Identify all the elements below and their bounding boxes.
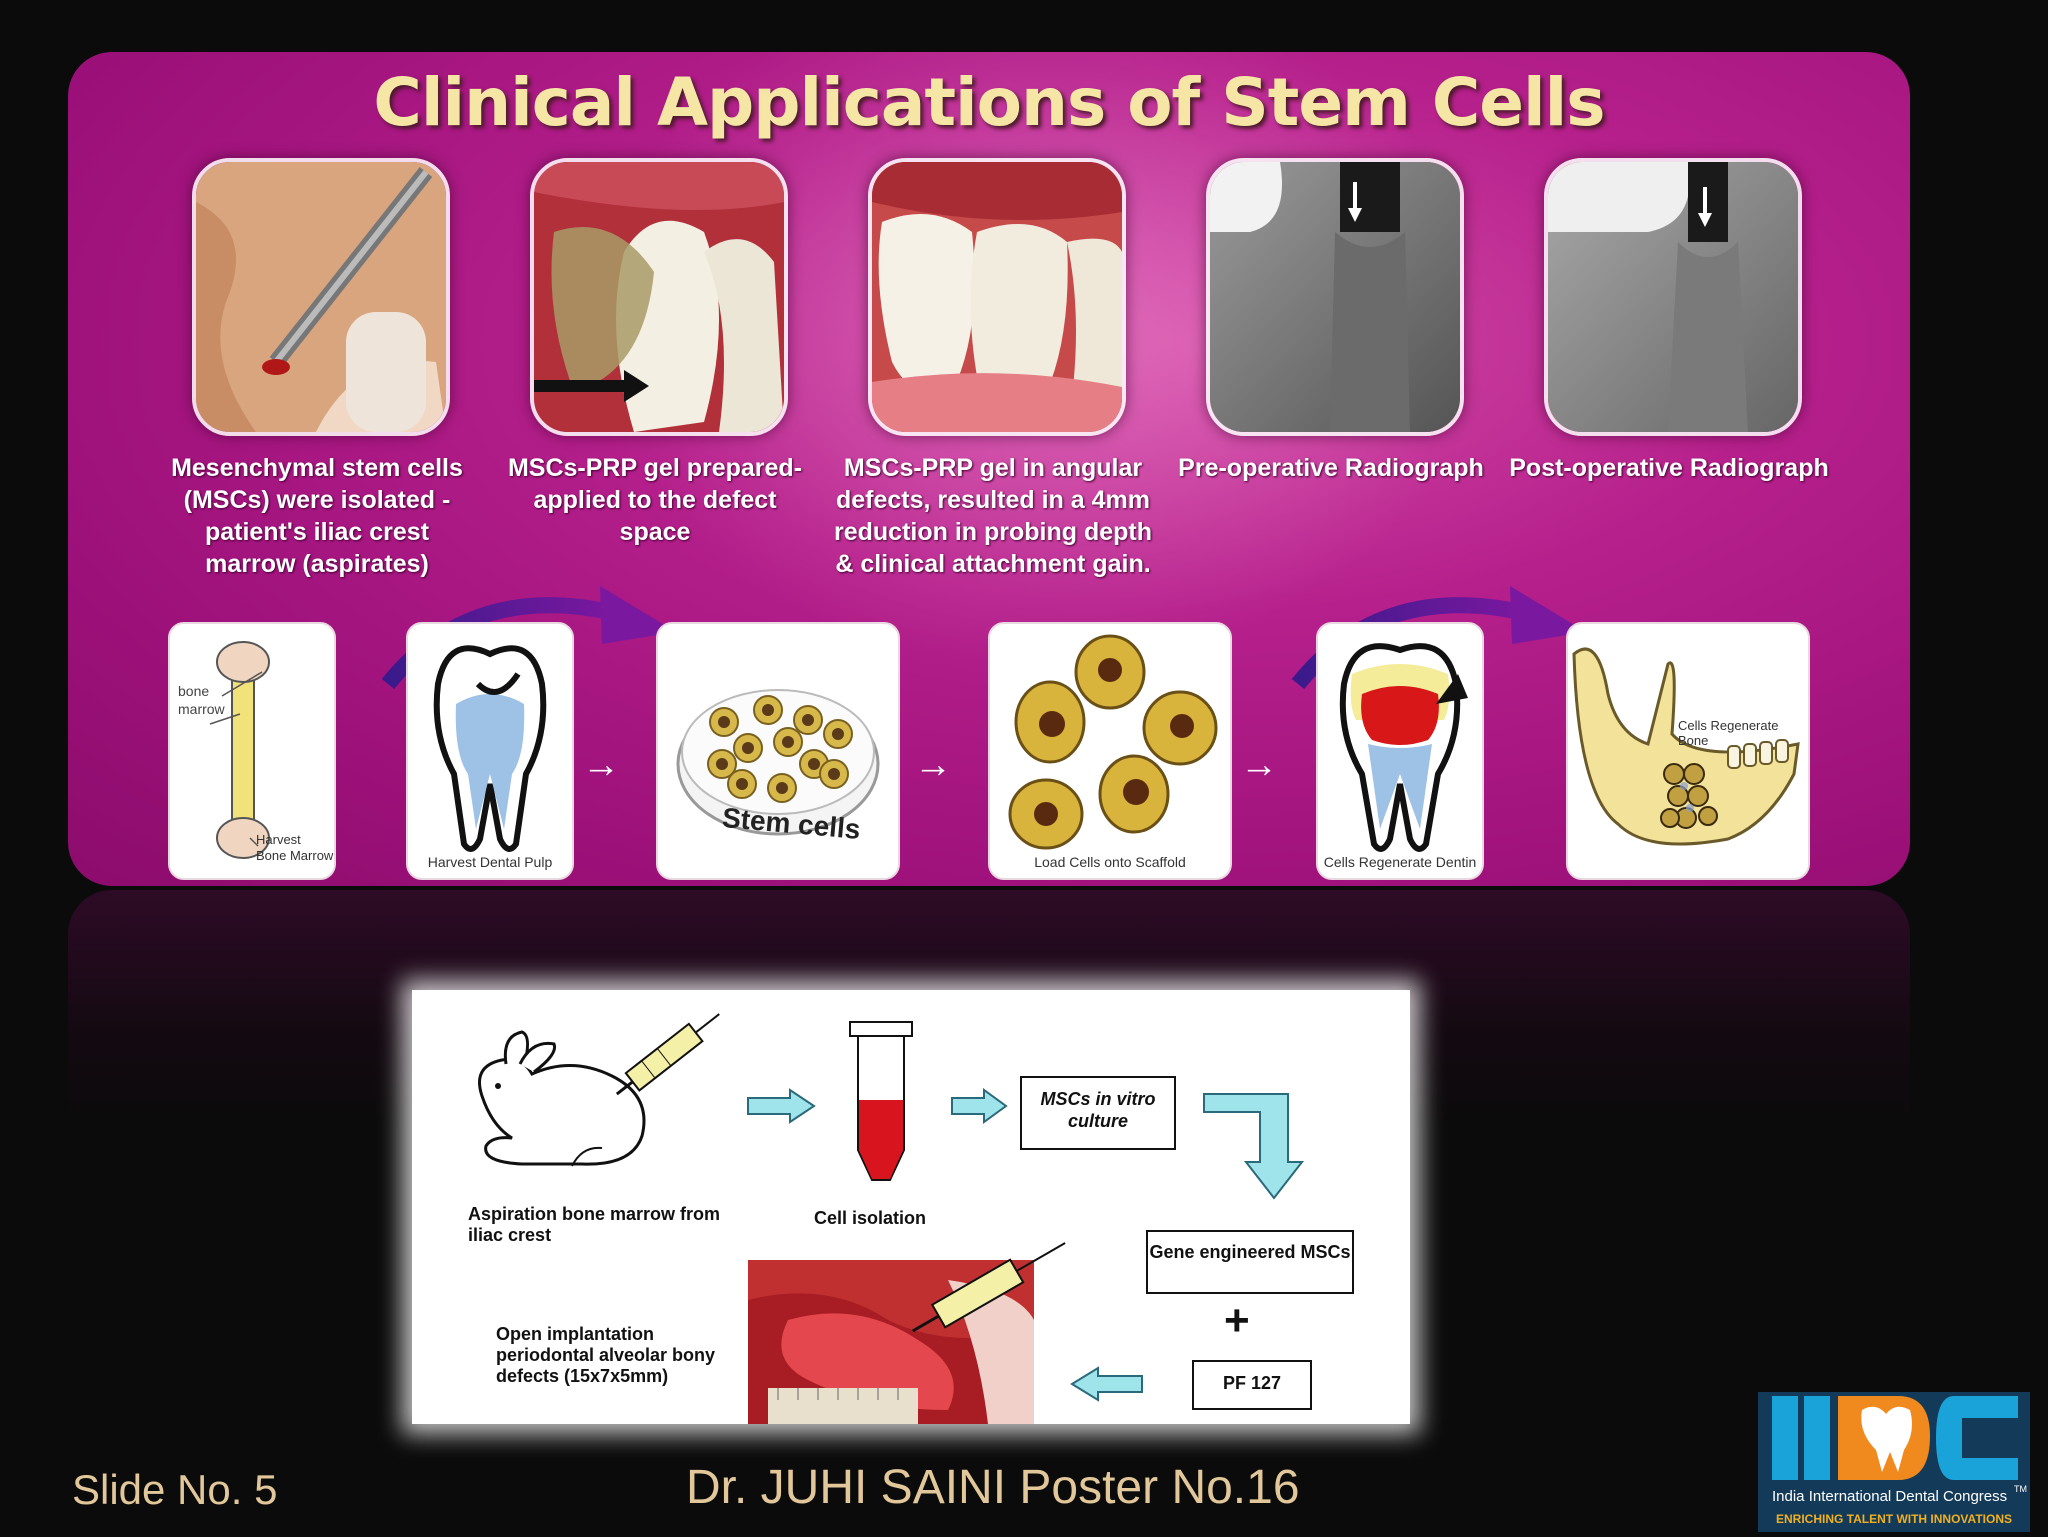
tube-icon <box>849 1021 913 1181</box>
logo-tagline: ENRICHING TALENT WITH INNOVATIONS <box>1776 1512 2012 1526</box>
bone-marrow-label: bone marrow <box>178 683 225 717</box>
arrow-down-icon <box>1203 1093 1305 1200</box>
photo-gel-applied <box>530 158 788 436</box>
arrow-left-icon <box>1070 1366 1143 1402</box>
slide-number: Slide No. 5 <box>72 1466 278 1513</box>
harvest-pulp-label: Harvest Dental Pulp <box>427 854 553 870</box>
photo-marrow-aspiration <box>192 158 450 436</box>
pf127-box: PF 127 <box>1192 1360 1312 1410</box>
card-regenerate-bone: Cells Regenerate Bone <box>1566 622 1810 880</box>
implantation-label: Open implantation periodontal alveolar b… <box>496 1324 716 1386</box>
caption-gel-prepared: MSCs-PRP gel prepared- applied to the de… <box>507 454 803 546</box>
card-dental-pulp: Harvest Dental Pulp <box>406 622 574 880</box>
iidc-logo: India International Dental Congress TM E… <box>1758 1392 2030 1532</box>
card-stem-cells: Stem cells <box>656 622 900 880</box>
arrow-right-icon: → <box>914 744 952 786</box>
flow-diagram: Aspiration bone marrow from iliac crest … <box>412 990 1410 1424</box>
author-credit: Dr. JUHI SAINI Poster No.16 <box>686 1461 1300 1514</box>
logo-tm: TM <box>2014 1484 2027 1494</box>
plus-sign: + <box>1224 1296 1250 1345</box>
caption-marrow-isolation: Mesenchymal stem cells (MSCs) were isola… <box>171 454 463 578</box>
syringe-icon <box>615 1013 720 1096</box>
photo-angular-defects <box>868 158 1126 436</box>
caption-preop: Pre-operative Radiograph <box>1178 454 1484 482</box>
regen-dentin-label: Cells Regenerate Dentin <box>1323 854 1477 870</box>
card-scaffold: Load Cells onto Scaffold <box>988 622 1232 880</box>
gene-engineered-box: Gene engineered MSCs <box>1146 1230 1354 1294</box>
stem-cell-panel: Clinical Applications of Stem Cells <box>68 52 1910 886</box>
photo-preop-radiograph <box>1206 158 1464 436</box>
msc-culture-box: MSCs in vitro culture <box>1020 1076 1176 1150</box>
aspiration-label: Aspiration bone marrow from iliac crest <box>468 1204 721 1245</box>
page-title: Clinical Applications of Stem Cells <box>373 64 1605 141</box>
cell-isolation-label: Cell isolation <box>814 1208 927 1228</box>
caption-angular-defects: MSCs-PRP gel in angular defects, resulte… <box>833 454 1153 578</box>
logo-name: India International Dental Congress <box>1772 1488 2008 1505</box>
arrow-right-icon <box>951 1088 1008 1124</box>
harvest-bone-label: Harvest Bone Marrow <box>256 832 334 863</box>
card-regenerate-dentin: Cells Regenerate Dentin <box>1316 622 1484 880</box>
photo-postop-radiograph <box>1544 158 1802 436</box>
arrow-right-icon <box>747 1088 816 1124</box>
card-bone-marrow: bone marrow Harvest Bone Marrow <box>168 622 336 880</box>
arrow-right-icon: → <box>1240 744 1278 786</box>
caption-postop: Post-operative Radiograph <box>1509 454 1829 482</box>
arrow-right-icon: → <box>582 744 620 786</box>
load-cells-label: Load Cells onto Scaffold <box>1034 854 1186 870</box>
implantation-photo <box>748 1260 1034 1424</box>
syringe-icon <box>911 1242 1066 1333</box>
regen-bone-label: Cells Regenerate Bone <box>1678 718 1779 748</box>
rabbit-icon <box>478 1030 646 1167</box>
